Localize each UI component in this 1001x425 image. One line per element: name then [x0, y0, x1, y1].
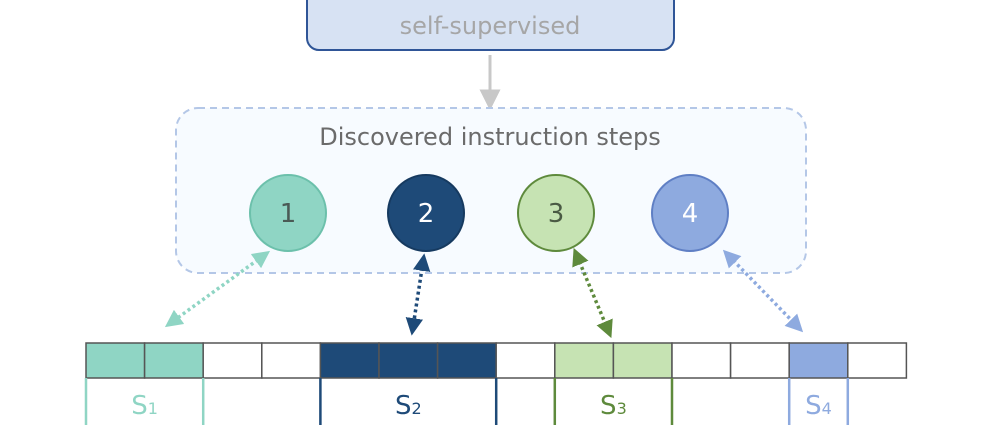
segment-s2-label: S2	[395, 391, 422, 421]
top-box	[306, 0, 675, 51]
top-box-subtitle: self-supervised	[400, 12, 581, 40]
step-2-label: 2	[418, 199, 435, 229]
timeline-cell	[788, 342, 849, 379]
timeline-cell	[143, 342, 204, 379]
timeline-cell	[729, 342, 790, 379]
step-3-circle: 3	[517, 174, 595, 252]
timeline-cell	[847, 342, 908, 379]
segment-s3-label: S3	[600, 391, 627, 421]
timeline-segments: S1 S2 S3 S4	[84, 378, 850, 425]
segment-s1-label: S1	[131, 391, 158, 421]
step-4-circle: 4	[651, 174, 729, 252]
timeline-grid	[85, 342, 908, 379]
steps-panel-title: Discovered instruction steps	[319, 123, 661, 151]
step-4-disc	[651, 174, 729, 252]
step-3-label: 3	[548, 199, 565, 229]
timeline-cell	[202, 342, 263, 379]
steps-panel	[175, 107, 807, 274]
segment-s4-label: S4	[805, 391, 832, 421]
step-segment-connectors	[164, 247, 804, 339]
step-2-circle: 2	[387, 174, 465, 252]
connector-step-4	[722, 249, 804, 333]
step-circles: 1 2 3 4	[249, 174, 729, 252]
segment-s1: S1	[84, 378, 205, 425]
connector-step-1	[164, 250, 271, 328]
connector-step-3	[572, 247, 613, 339]
step-1-label: 1	[280, 199, 297, 229]
timeline-cell	[436, 342, 497, 379]
step-1-circle: 1	[249, 174, 327, 252]
connector-step-2	[405, 253, 431, 336]
step-3-disc	[517, 174, 595, 252]
step-2-disc	[387, 174, 465, 252]
timeline-cell	[495, 342, 556, 379]
timeline-cell	[319, 342, 380, 379]
timeline-cell	[378, 342, 439, 379]
timeline-cell	[85, 342, 146, 379]
step-1-disc	[249, 174, 327, 252]
segment-s3: S3	[553, 378, 674, 425]
segment-s2: S2	[319, 378, 498, 425]
timeline-cell	[671, 342, 732, 379]
timeline-cell	[261, 342, 322, 379]
step-4-label: 4	[682, 199, 699, 229]
timeline-cell	[612, 342, 673, 379]
timeline-cell	[554, 342, 615, 379]
segment-s4: S4	[787, 378, 850, 425]
